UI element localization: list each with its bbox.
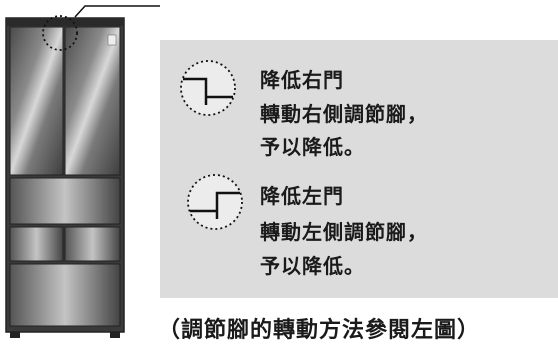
- section-2-line-2: 予以降低。: [260, 254, 365, 278]
- drawer-2-left: [9, 226, 64, 262]
- section-1-line-1: 轉動右側調節腳，: [260, 102, 428, 126]
- drawer-1: [9, 177, 121, 225]
- right-door: [64, 26, 121, 176]
- figure-caption: （調節腳的轉動方法參閱左圖）: [158, 318, 481, 343]
- fridge-foot-right: [110, 332, 120, 338]
- fridge-top-strip: [6, 18, 124, 26]
- fridge-foot-left: [10, 332, 20, 338]
- drawer-2-right: [64, 226, 121, 262]
- hinge-left-icon: [187, 174, 243, 230]
- section-2-title: 降低左門: [260, 184, 344, 208]
- hinge-highlight-circle: [42, 15, 78, 51]
- brand-badge: [107, 34, 117, 46]
- hinge-right-icon: [180, 60, 236, 116]
- connector-line: [74, 5, 160, 18]
- section-1-line-2: 予以降低。: [260, 135, 365, 159]
- section-2-line-1: 轉動左側調節腳，: [260, 220, 428, 244]
- left-door: [9, 26, 64, 176]
- refrigerator-illustration: [5, 5, 160, 338]
- drawer-3: [9, 263, 121, 327]
- section-1-title: 降低右門: [260, 68, 344, 92]
